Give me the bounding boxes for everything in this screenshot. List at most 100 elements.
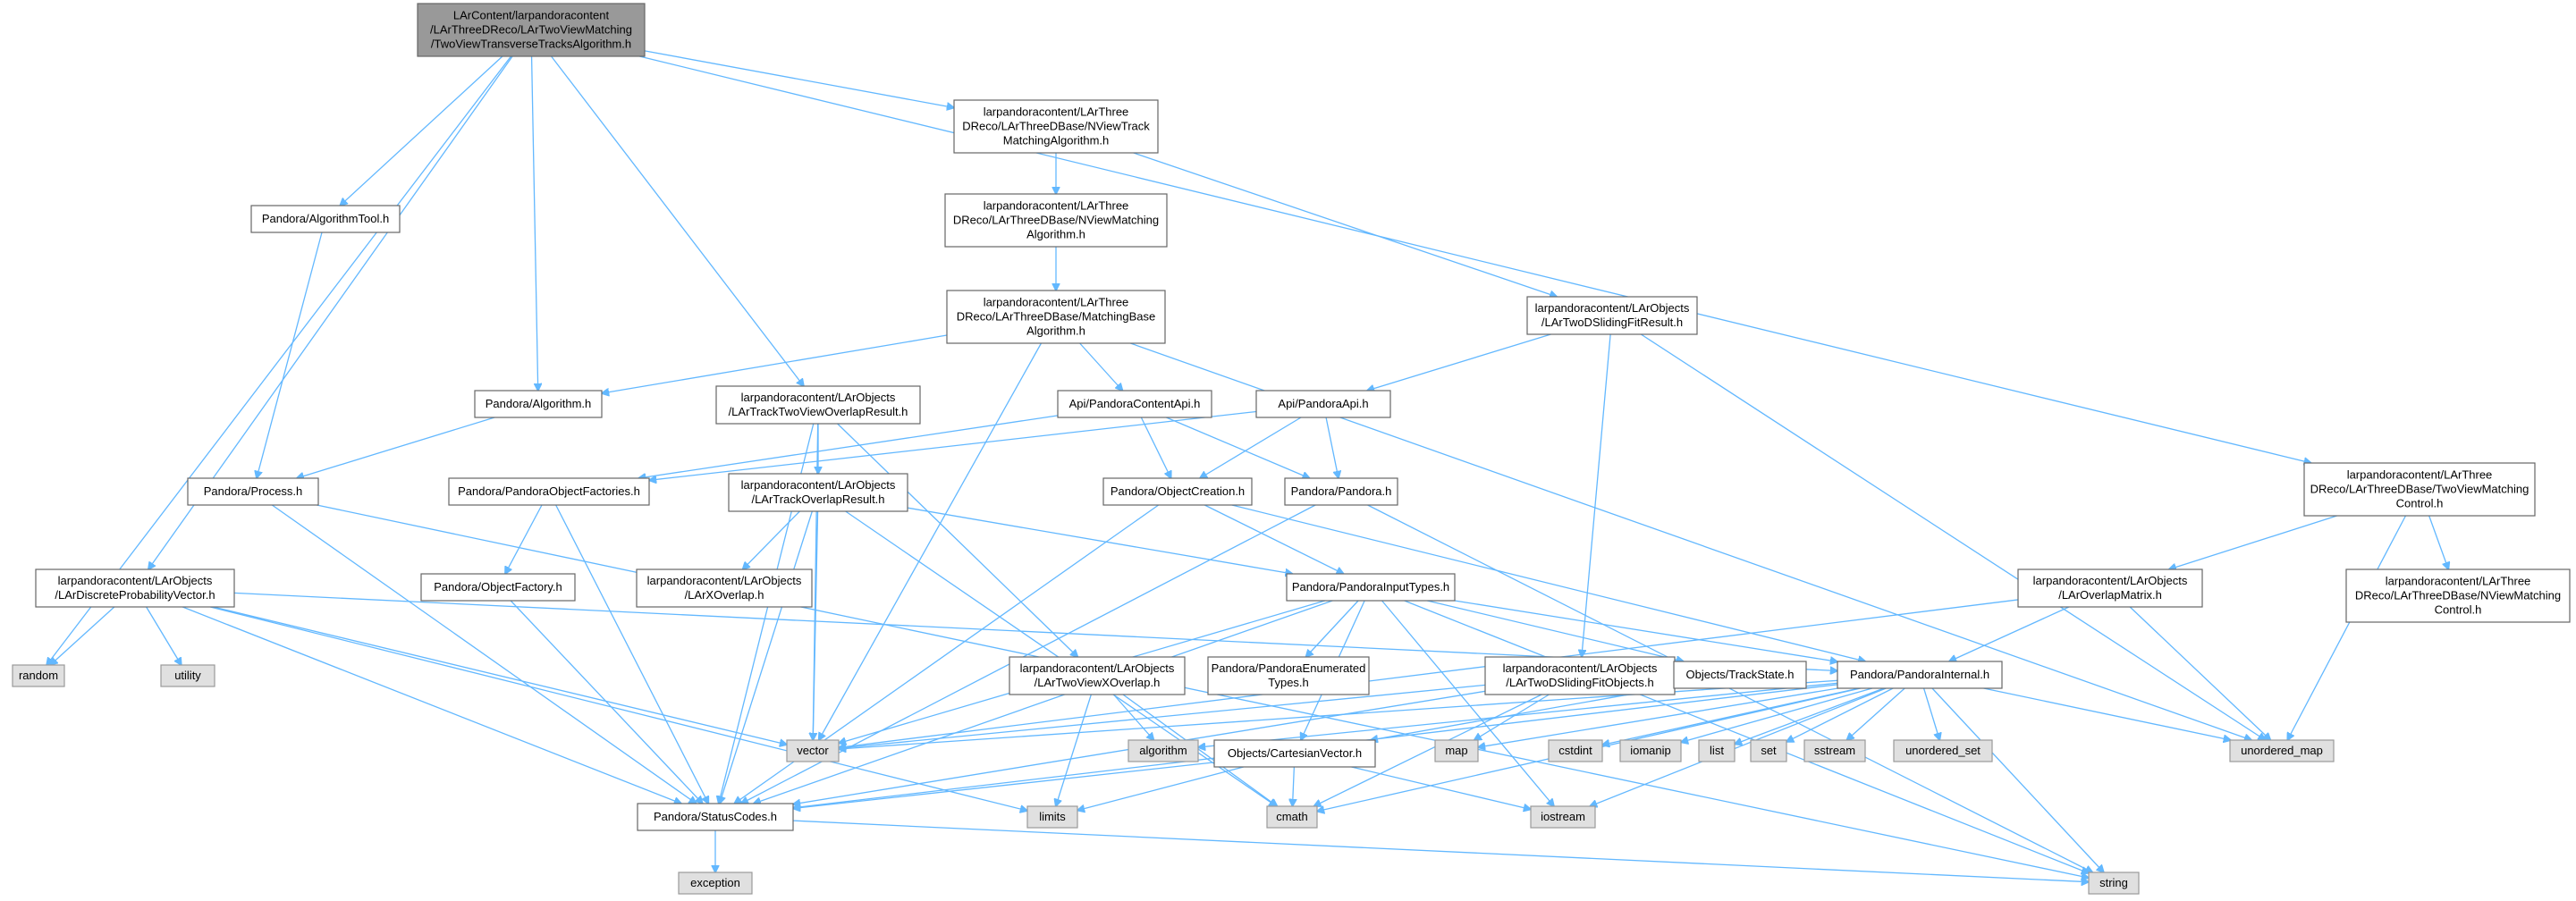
node-root[interactable]: LArContent/larpandoracontent/LArThreeDRe…: [417, 3, 646, 57]
edge-tvmc-to-ovm: [2169, 515, 2337, 569]
node-cstdint[interactable]: cstdint: [1548, 739, 1603, 762]
node-uset[interactable]: unordered_set: [1893, 739, 1993, 762]
node-map[interactable]: map: [1434, 739, 1479, 762]
edge-status-to-string: [792, 820, 2089, 882]
node-label: limits: [1039, 810, 1066, 823]
node-pof[interactable]: Pandora/PandoraObjectFactories.h: [448, 477, 650, 506]
edge-sfr-to-papi: [1367, 333, 1551, 391]
node-box: [1255, 390, 1391, 418]
node-algtool[interactable]: Pandora/AlgorithmTool.h: [250, 205, 401, 233]
node-label: /TwoViewTransverseTracksAlgorithm.h: [431, 38, 631, 51]
node-box: [1548, 739, 1603, 762]
node-tstate[interactable]: Objects/TrackState.h: [1673, 661, 1807, 689]
node-set[interactable]: set: [1750, 739, 1787, 762]
edge-tvmc-to-umap: [2287, 515, 2407, 740]
edge-pint-to-string: [1931, 687, 2104, 872]
node-label: Algorithm.h: [1026, 324, 1085, 338]
node-tvmc[interactable]: larpandoracontent/LArThreeDReco/LArThree…: [2303, 462, 2536, 517]
edge-ttvor-to-tvxo: [837, 423, 1078, 657]
node-vector[interactable]: vector: [786, 739, 840, 762]
node-cvec[interactable]: Objects/CartesianVector.h: [1213, 739, 1376, 768]
node-label: Algorithm.h: [1026, 228, 1085, 241]
node-label: /LArTrackOverlapResult.h: [751, 493, 884, 506]
node-box: [1893, 739, 1993, 762]
node-list[interactable]: list: [1698, 739, 1736, 762]
edge-pcapi-to-pof: [638, 415, 1059, 478]
node-label: /LArTrackTwoViewOverlapResult.h: [729, 405, 908, 418]
edge-root-to-algtool: [340, 55, 503, 206]
node-box: [187, 477, 319, 506]
node-box: [1128, 739, 1199, 762]
node-ttvor[interactable]: larpandoracontent/LArObjects/LArTrackTwo…: [715, 385, 921, 425]
node-box: [1803, 739, 1866, 762]
node-ocreate[interactable]: Pandora/ObjectCreation.h: [1102, 477, 1253, 506]
edge-cvec-to-iostream: [1351, 766, 1531, 809]
node-random[interactable]: random: [12, 664, 65, 687]
node-ofactory[interactable]: Pandora/ObjectFactory.h: [420, 573, 576, 602]
node-box: [2017, 568, 2203, 608]
node-label: set: [1761, 744, 1777, 757]
node-iostream[interactable]: iostream: [1530, 805, 1596, 829]
edge-dpv-to-limits: [210, 606, 1027, 811]
edge-cvec-to-limits: [1077, 766, 1244, 811]
node-box: [420, 573, 576, 602]
node-box: [1009, 656, 1186, 695]
node-box: [944, 193, 1168, 248]
node-label: larpandoracontent/LArObjects: [1535, 301, 1690, 315]
node-pcapi[interactable]: Api/PandoraContentApi.h: [1057, 390, 1212, 418]
node-pit[interactable]: Pandora/PandoraInputTypes.h: [1286, 573, 1456, 602]
edge-pint-to-umap: [1983, 687, 2230, 740]
node-label: Api/PandoraApi.h: [1278, 397, 1368, 410]
node-cmath[interactable]: cmath: [1266, 805, 1318, 829]
edge-papi-to-pof: [649, 410, 1257, 480]
edge-process-to-status: [271, 504, 696, 804]
node-nvmc[interactable]: larpandoracontent/LArThreeDReco/LArThree…: [2345, 568, 2571, 623]
node-exception[interactable]: exception: [678, 872, 753, 895]
node-mbase[interactable]: larpandoracontent/LArThreeDReco/LArThree…: [946, 290, 1166, 344]
node-nvtrack[interactable]: larpandoracontent/LArThreeDReco/LArThree…: [953, 99, 1159, 154]
node-box: [1673, 661, 1807, 689]
node-status[interactable]: Pandora/StatusCodes.h: [637, 803, 794, 831]
node-umap[interactable]: unordered_map: [2229, 739, 2335, 762]
node-process[interactable]: Pandora/Process.h: [187, 477, 319, 506]
node-box: [715, 385, 921, 425]
edge-pint-to-algorithm: [1198, 682, 1838, 747]
edge-ovm-to-vector: [839, 599, 2019, 747]
edge-alg-to-process: [297, 417, 495, 478]
node-label: list: [1710, 744, 1724, 757]
node-box: [637, 803, 794, 831]
edge-pint-to-uset: [1922, 687, 1940, 740]
node-label: Pandora/PandoraEnumerated: [1212, 661, 1366, 675]
node-sfo[interactable]: larpandoracontent/LArObjects/LArTwoDSlid…: [1484, 656, 1676, 695]
node-papi[interactable]: Api/PandoraApi.h: [1255, 390, 1391, 418]
edge-sfo-to-cmath: [1313, 694, 1542, 806]
node-algorithm[interactable]: algorithm: [1128, 739, 1199, 762]
node-nvmatch[interactable]: larpandoracontent/LArThreeDReco/LArThree…: [944, 193, 1168, 248]
edge-pint-to-set: [1786, 687, 1894, 742]
node-string[interactable]: string: [2088, 872, 2140, 895]
edge-pit-to-string: [1404, 600, 2089, 873]
node-dpv[interactable]: larpandoracontent/LArObjects/LArDiscrete…: [35, 568, 235, 608]
node-limits[interactable]: limits: [1026, 805, 1078, 829]
node-pandora[interactable]: Pandora/Pandora.h: [1284, 477, 1398, 506]
node-box: [1284, 477, 1398, 506]
node-box: [474, 390, 603, 418]
node-tvxo[interactable]: larpandoracontent/LArObjects/LArTwoViewX…: [1009, 656, 1186, 695]
node-sstream[interactable]: sstream: [1803, 739, 1866, 762]
node-ovm[interactable]: larpandoracontent/LArObjects/LArOverlapM…: [2017, 568, 2203, 608]
node-iomanip[interactable]: iomanip: [1619, 739, 1682, 762]
node-utility[interactable]: utility: [160, 664, 215, 687]
edge-tvxo-to-algorithm: [1113, 694, 1154, 740]
node-pint[interactable]: Pandora/PandoraInternal.h: [1837, 661, 2003, 689]
edge-tvmc-to-nvmc: [2428, 515, 2449, 569]
node-sfr[interactable]: larpandoracontent/LArObjects/LArTwoDSlid…: [1526, 296, 1698, 335]
node-box: [1837, 661, 2003, 689]
node-alg[interactable]: Pandora/Algorithm.h: [474, 390, 603, 418]
edge-pcapi-to-pandora: [1166, 417, 1309, 478]
edge-ocreate-to-pint: [1231, 504, 1866, 661]
node-label: Pandora/Algorithm.h: [486, 397, 592, 410]
node-tor[interactable]: larpandoracontent/LArObjects/LArTrackOve…: [728, 473, 908, 512]
edge-papi-to-pandora: [1325, 417, 1339, 478]
node-xov[interactable]: larpandoracontent/LArObjects/LArXOverlap…: [636, 568, 813, 608]
